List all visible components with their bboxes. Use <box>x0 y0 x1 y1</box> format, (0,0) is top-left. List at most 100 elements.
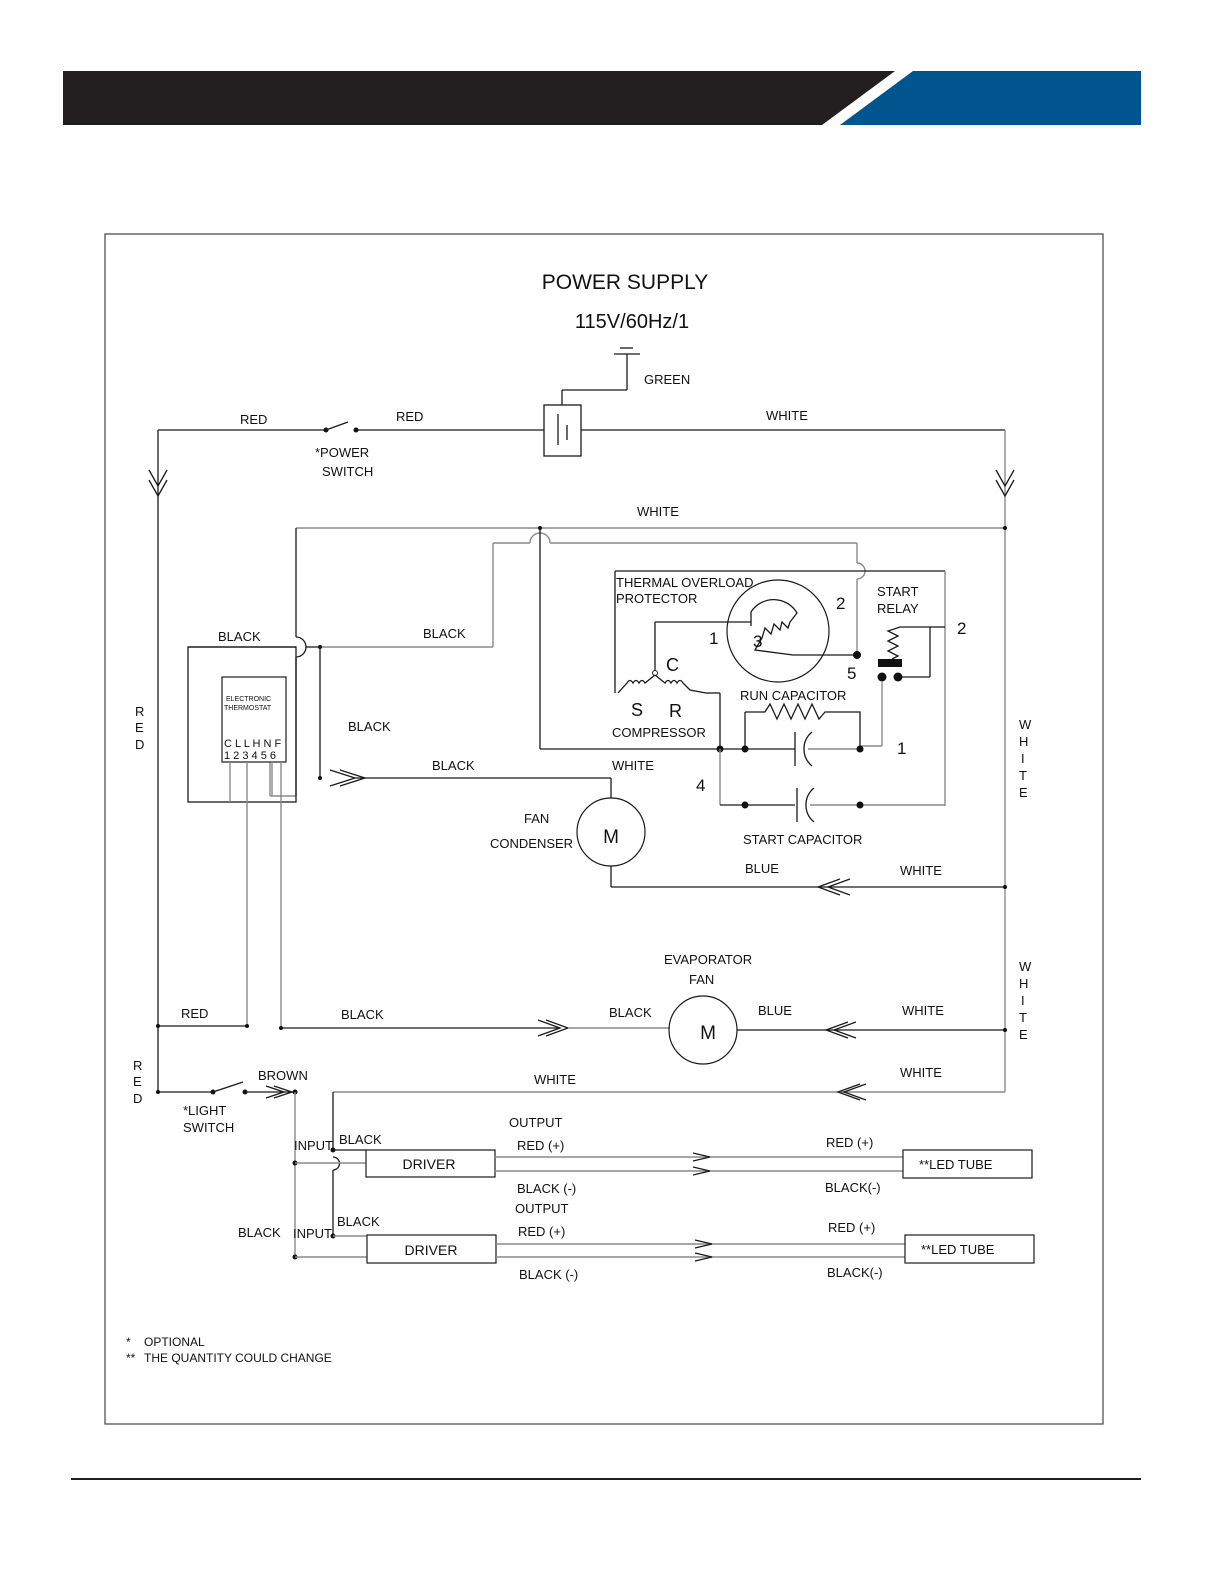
svg-text:E: E <box>1019 785 1028 800</box>
connector-arrow-icon <box>148 469 168 498</box>
wire-label-red-mid: RED <box>396 409 423 424</box>
label-output-2: OUTPUT <box>515 1201 569 1216</box>
svg-text:W: W <box>1019 717 1032 732</box>
wire-label-green: GREEN <box>644 372 690 387</box>
wire-label-white-top: WHITE <box>766 408 808 423</box>
wire-label-white-led-right: WHITE <box>900 1065 942 1080</box>
svg-text:R: R <box>669 701 682 721</box>
header-dark-band <box>63 71 895 125</box>
wire-label-red-left: RED <box>240 412 267 427</box>
led-tube-1 <box>902 1149 1033 1179</box>
label-fan: FAN <box>524 811 549 826</box>
wire-label-blue-evap: BLUE <box>758 1003 792 1018</box>
note-text-1: OPTIONAL <box>144 1335 205 1349</box>
light-switch-label: *LIGHT <box>183 1103 226 1118</box>
svg-text:M: M <box>700 1023 716 1044</box>
svg-text:H: H <box>1019 976 1028 991</box>
power-switch-label-2: SWITCH <box>322 464 373 479</box>
svg-text:4: 4 <box>696 776 705 795</box>
svg-text:T: T <box>1019 1010 1027 1025</box>
driver-2-label: DRIVER <box>405 1242 458 1258</box>
wire-label-red-plus-r2: RED (+) <box>828 1220 875 1235</box>
svg-text:THERMAL OVERLOAD: THERMAL OVERLOAD <box>616 575 754 590</box>
voltage-label: 115V/60Hz/1 <box>575 311 689 333</box>
footnotes: * OPTIONAL ** THE QUANTITY COULD CHANGE <box>126 1335 332 1365</box>
connector-arrow-icon <box>692 1152 711 1176</box>
led-tube-2-label: **LED TUBE <box>921 1242 995 1257</box>
svg-text:1: 1 <box>709 629 718 648</box>
driver-1-label: DRIVER <box>403 1156 456 1172</box>
wire-label-black-evap: BLACK <box>609 1005 652 1020</box>
vertical-label-red-upper: R E D <box>135 704 144 752</box>
svg-text:THERMOSTAT: THERMOSTAT <box>224 705 272 712</box>
svg-text:START: START <box>877 584 918 599</box>
electronic-thermostat: ELECTRONIC THERMOSTAT C L L H N F 1 2 3 … <box>221 676 287 763</box>
run-capacitor: RUN CAPACITOR 1 <box>716 688 906 767</box>
label-input-2: INPUT <box>293 1226 332 1241</box>
svg-text:3: 3 <box>753 632 762 651</box>
note-mark-1: * <box>126 1335 131 1349</box>
wire-label-white-cond: WHITE <box>900 863 942 878</box>
start-relay: START RELAY 2 <box>860 584 966 747</box>
wire-label-black-minus-r1: BLACK(-) <box>825 1180 881 1195</box>
vertical-label-white-upper: W H I T E <box>1019 717 1032 800</box>
wire-label-red-plus-r1: RED (+) <box>826 1135 873 1150</box>
wire-label-black-left: BLACK <box>238 1225 281 1240</box>
vertical-label-red-lower: R E D <box>133 1058 142 1106</box>
vertical-label-white-lower: W H I T E <box>1019 959 1032 1042</box>
light-switch-label-2: SWITCH <box>183 1120 234 1135</box>
power-switch-label: *POWER <box>315 445 369 460</box>
wire-label-black-minus-2: BLACK (-) <box>519 1267 578 1282</box>
svg-text:1: 1 <box>897 739 906 758</box>
svg-text:D: D <box>133 1091 142 1106</box>
connector-arrow-icon <box>995 469 1015 498</box>
power-plug-icon <box>543 404 582 457</box>
svg-text:COMPRESSOR: COMPRESSOR <box>612 725 706 740</box>
connector-arrow-icon <box>824 1021 857 1039</box>
wire-label-red-plus-2: RED (+) <box>518 1224 565 1239</box>
led-tube-1-label: **LED TUBE <box>919 1157 993 1172</box>
svg-text:R: R <box>133 1058 142 1073</box>
wire-label-black-minus-1: BLACK (-) <box>517 1181 576 1196</box>
svg-text:C: C <box>666 655 679 675</box>
svg-text:RUN CAPACITOR: RUN CAPACITOR <box>740 688 846 703</box>
svg-text:S: S <box>631 700 643 720</box>
diagram-frame <box>104 233 1104 1425</box>
wire-label-white-fan-cond: WHITE <box>612 758 654 773</box>
wire-label-black-upper: BLACK <box>423 626 466 641</box>
svg-text:E: E <box>135 720 144 735</box>
wire-label-black-in-1: BLACK <box>339 1132 382 1147</box>
header-accent-band <box>840 71 1141 125</box>
evaporator-fan-motor: M <box>668 995 738 1065</box>
svg-text:START CAPACITOR: START CAPACITOR <box>743 832 862 847</box>
power-switch-icon <box>323 421 359 433</box>
label-evaporator: EVAPORATOR <box>664 952 752 967</box>
svg-text:W: W <box>1019 959 1032 974</box>
wire-label-black-evap-left: BLACK <box>341 1007 384 1022</box>
svg-text:I: I <box>1021 751 1025 766</box>
svg-text:H: H <box>1019 734 1028 749</box>
wire-label-blue-cond: BLUE <box>745 861 779 876</box>
driver-1 <box>365 1149 496 1178</box>
light-switch-icon <box>210 1081 248 1095</box>
wire-label-white-evap: WHITE <box>902 1003 944 1018</box>
wire-label-red-bottom: RED <box>181 1006 208 1021</box>
svg-text:D: D <box>135 737 144 752</box>
label-output-1: OUTPUT <box>509 1115 563 1130</box>
wire-label-black-fan-cond: BLACK <box>432 758 475 773</box>
svg-text:T: T <box>1019 768 1027 783</box>
start-capacitor: 4 START CAPACITOR <box>696 749 945 847</box>
svg-text:PROTECTOR: PROTECTOR <box>616 591 697 606</box>
wire-label-black-mid: BLACK <box>348 719 391 734</box>
ground-icon <box>561 347 640 405</box>
condenser-fan-motor: M <box>576 797 646 867</box>
wire-label-red-plus-1: RED (+) <box>517 1138 564 1153</box>
svg-text:C L L H N F: C L L H N F <box>224 738 282 750</box>
label-input-1: INPUT <box>294 1138 333 1153</box>
compressor-assembly: THERMAL OVERLOAD PROTECTOR 1 3 2 5 C S R… <box>612 570 946 806</box>
connector-arrow-icon <box>836 1083 867 1101</box>
wire-label-white-led: WHITE <box>534 1072 576 1087</box>
label-evaporator-fan: FAN <box>689 972 714 987</box>
connector-arrow-icon <box>816 878 851 896</box>
